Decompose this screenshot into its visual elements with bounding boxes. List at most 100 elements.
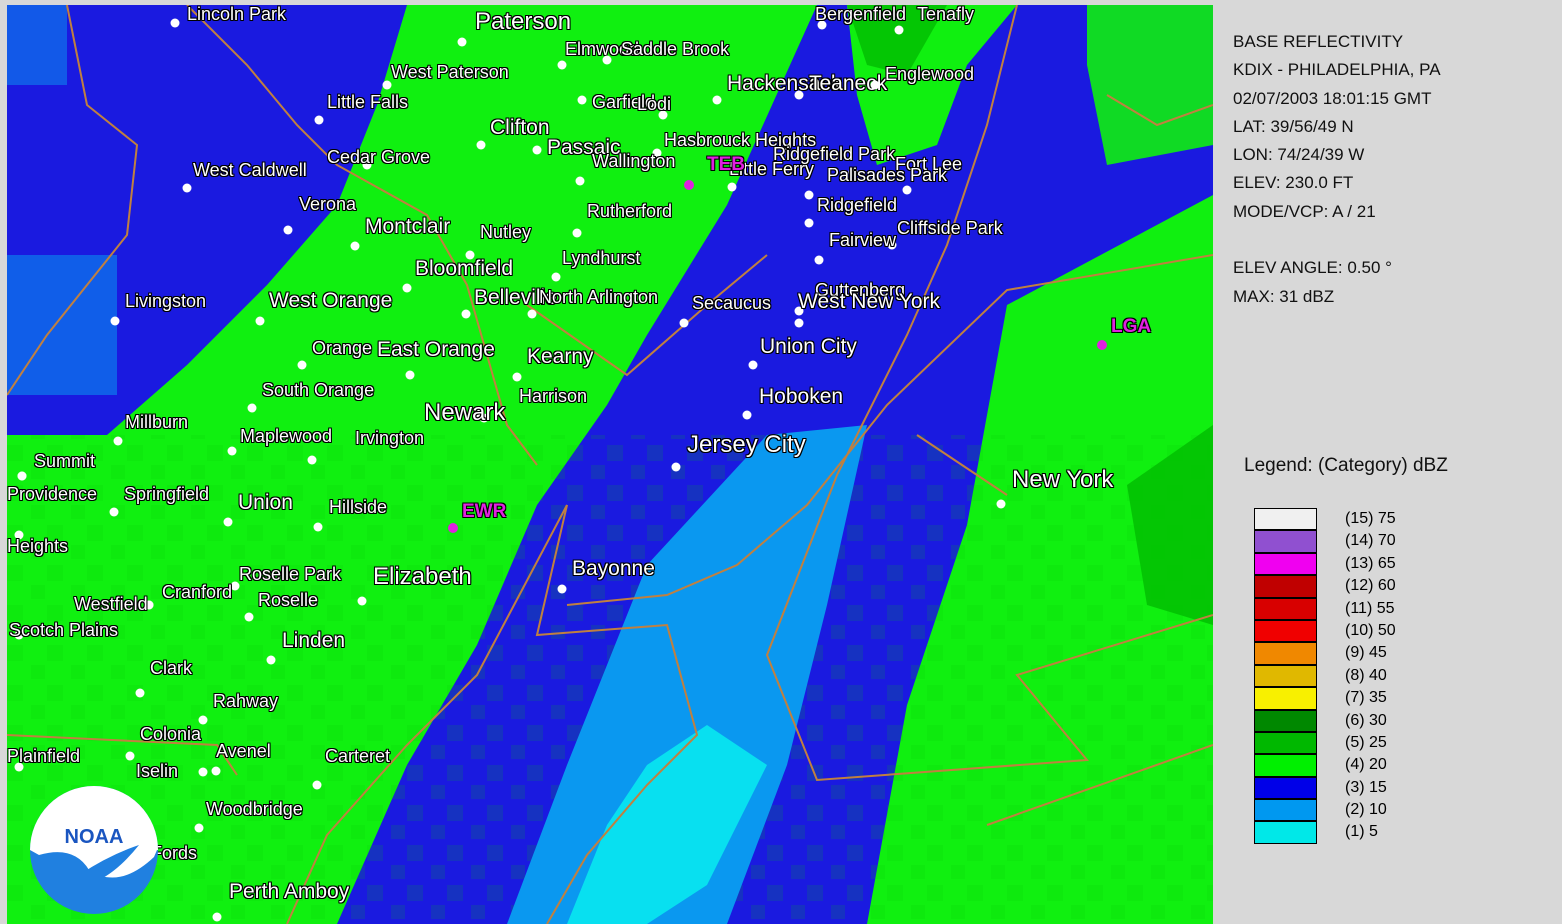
city-marker — [870, 80, 880, 90]
city-marker — [727, 182, 737, 192]
city-marker — [244, 612, 254, 622]
legend-label: (9) 45 — [1345, 644, 1387, 662]
city-marker — [658, 110, 668, 120]
city-marker — [182, 183, 192, 193]
city-label: Union City — [760, 335, 857, 358]
airport-label: LGA — [1111, 316, 1152, 337]
city-marker — [461, 309, 471, 319]
legend-swatch — [1254, 619, 1317, 643]
city-label: West New York — [798, 290, 941, 313]
city-marker — [14, 530, 24, 540]
city-label: Cranford — [162, 582, 233, 602]
city-label: Woodbridge — [206, 799, 303, 819]
legend-swatch — [1254, 530, 1317, 553]
city-marker — [887, 240, 897, 250]
city-label: Rahway — [213, 691, 279, 711]
legend-swatch — [1254, 575, 1317, 598]
city-label: Hillside — [329, 497, 388, 517]
city-label: Roselle — [258, 590, 319, 610]
city-label: Lincoln Park — [187, 5, 287, 24]
city-label: Irvington — [355, 428, 425, 448]
city-marker — [312, 780, 322, 790]
city-marker — [476, 140, 486, 150]
city-label: Nutley — [480, 222, 532, 242]
city-marker — [125, 751, 135, 761]
city-label: Saddle Brook — [621, 39, 730, 59]
city-label: South Orange — [262, 380, 375, 400]
city-label: New York — [1012, 466, 1114, 493]
city-marker — [814, 255, 824, 265]
noaa-logo: NOAA — [30, 786, 158, 914]
city-label: Ridgefield Park — [773, 144, 896, 164]
city-label: Maplewood — [240, 426, 333, 446]
city-marker — [362, 160, 372, 170]
city-label: Bergenfield — [815, 5, 907, 24]
city-label: Secaucus — [692, 293, 772, 313]
city-marker — [307, 455, 317, 465]
city-label: Elmwood — [565, 39, 640, 59]
city-label: Englewood — [885, 64, 975, 84]
legend-label: (1) 5 — [1345, 823, 1378, 841]
product-info: BASE REFLECTIVITY KDIX - PHILADELPHIA, P… — [1233, 28, 1441, 311]
legend-swatch — [1254, 552, 1317, 576]
city-marker — [652, 148, 662, 158]
city-marker — [572, 228, 582, 238]
city-marker — [894, 25, 904, 35]
city-label: Clifton — [490, 116, 550, 139]
city-marker — [527, 309, 537, 319]
city-label: Verona — [299, 194, 357, 214]
city-label: Jersey City — [687, 431, 806, 458]
city-marker — [804, 218, 814, 228]
city-label: Belleville — [474, 286, 557, 309]
city-label: Paterson — [475, 8, 572, 35]
max-reflectivity: MAX: 31 dBZ — [1233, 286, 1335, 306]
city-label: Providence — [7, 484, 98, 504]
city-label: West Caldwell — [193, 160, 307, 180]
legend-swatch — [1254, 754, 1317, 777]
city-label: Iselin — [136, 761, 179, 781]
airport-marker — [448, 523, 458, 533]
legend-swatch — [1254, 687, 1317, 710]
city-marker — [671, 462, 681, 472]
city-marker — [247, 403, 257, 413]
legend-label: (15) 75 — [1345, 510, 1396, 527]
city-label: Orange — [312, 338, 373, 358]
city-label: Fords — [151, 843, 198, 863]
city-label: Springfield — [124, 484, 210, 504]
city-label: Perth Amboy — [229, 880, 350, 903]
city-label: Passaic — [547, 136, 621, 159]
city-marker — [255, 316, 265, 326]
city-marker — [17, 471, 27, 481]
longitude: LON: 74/24/39 W — [1233, 145, 1365, 165]
city-marker — [475, 409, 485, 419]
city-label: Scotch Plains — [9, 620, 119, 640]
city-marker — [405, 370, 415, 380]
city-marker — [479, 413, 489, 423]
city-marker — [230, 581, 240, 591]
city-label: Fairview — [829, 230, 897, 250]
reflectivity-image — [7, 5, 1213, 924]
city-marker — [602, 55, 612, 65]
city-marker — [135, 688, 145, 698]
city-label: Carteret — [325, 746, 391, 766]
city-label: Hasbrouck Heights — [664, 130, 817, 150]
city-label: Clark — [150, 658, 193, 678]
latitude: LAT: 39/56/49 N — [1233, 116, 1354, 136]
legend-label: (6) 30 — [1345, 711, 1387, 729]
legend-label: (7) 35 — [1345, 689, 1387, 707]
station-name: KDIX - PHILADELPHIA, PA — [1233, 60, 1441, 80]
city-label: Westfield — [74, 594, 148, 614]
city-marker — [350, 241, 360, 251]
city-marker — [748, 360, 758, 370]
city-label: Lodi — [637, 94, 672, 114]
legend-label: (8) 40 — [1345, 666, 1387, 684]
city-marker — [227, 446, 237, 456]
city-marker — [794, 306, 804, 316]
city-marker — [170, 18, 180, 28]
city-marker — [679, 318, 689, 328]
city-label: Teaneck — [809, 72, 888, 95]
legend-label: (11) 55 — [1345, 599, 1395, 617]
city-label: Summit — [34, 451, 96, 471]
city-label: East Orange — [377, 338, 495, 361]
